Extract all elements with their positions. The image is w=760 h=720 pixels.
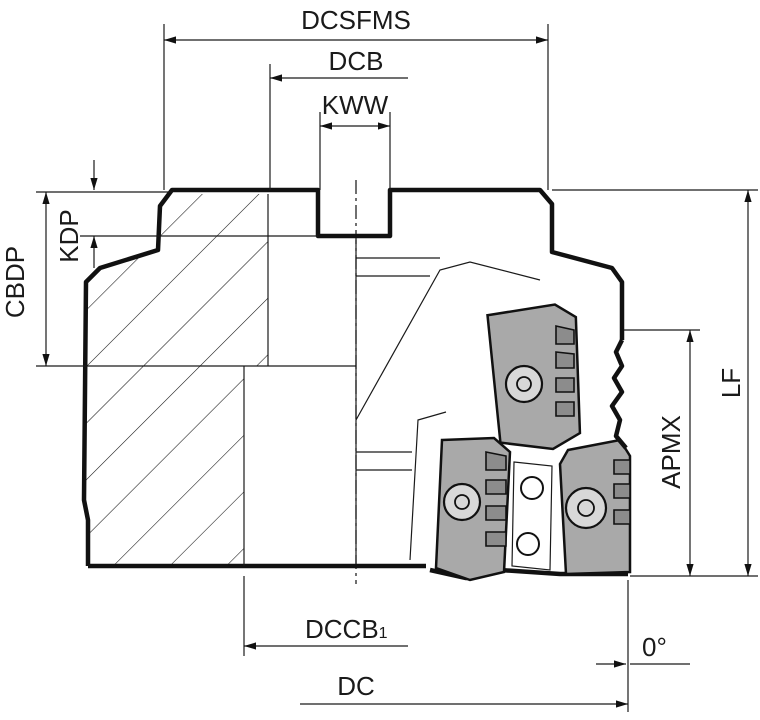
insert-upper xyxy=(486,303,582,451)
label-kdp: KDP xyxy=(54,209,84,262)
label-dccb: DCCB1 xyxy=(305,614,388,644)
dimension-lines xyxy=(42,36,752,708)
label-kww: KWW xyxy=(322,90,389,120)
right-edge xyxy=(609,338,628,450)
insert-lower-right xyxy=(558,438,632,576)
label-angle: 0° xyxy=(642,632,667,662)
label-dcb: DCB xyxy=(329,46,384,76)
label-lf: LF xyxy=(716,368,746,398)
label-dcsfms: DCSFMS xyxy=(301,5,411,35)
extension-lines xyxy=(36,24,758,712)
label-apmx: APMX xyxy=(656,415,686,489)
insert-lower-left xyxy=(434,436,512,582)
label-cbdp: CBDP xyxy=(0,246,30,318)
coolant-holes xyxy=(511,461,553,571)
section-hatch xyxy=(84,194,268,566)
label-dc: DC xyxy=(337,671,375,701)
